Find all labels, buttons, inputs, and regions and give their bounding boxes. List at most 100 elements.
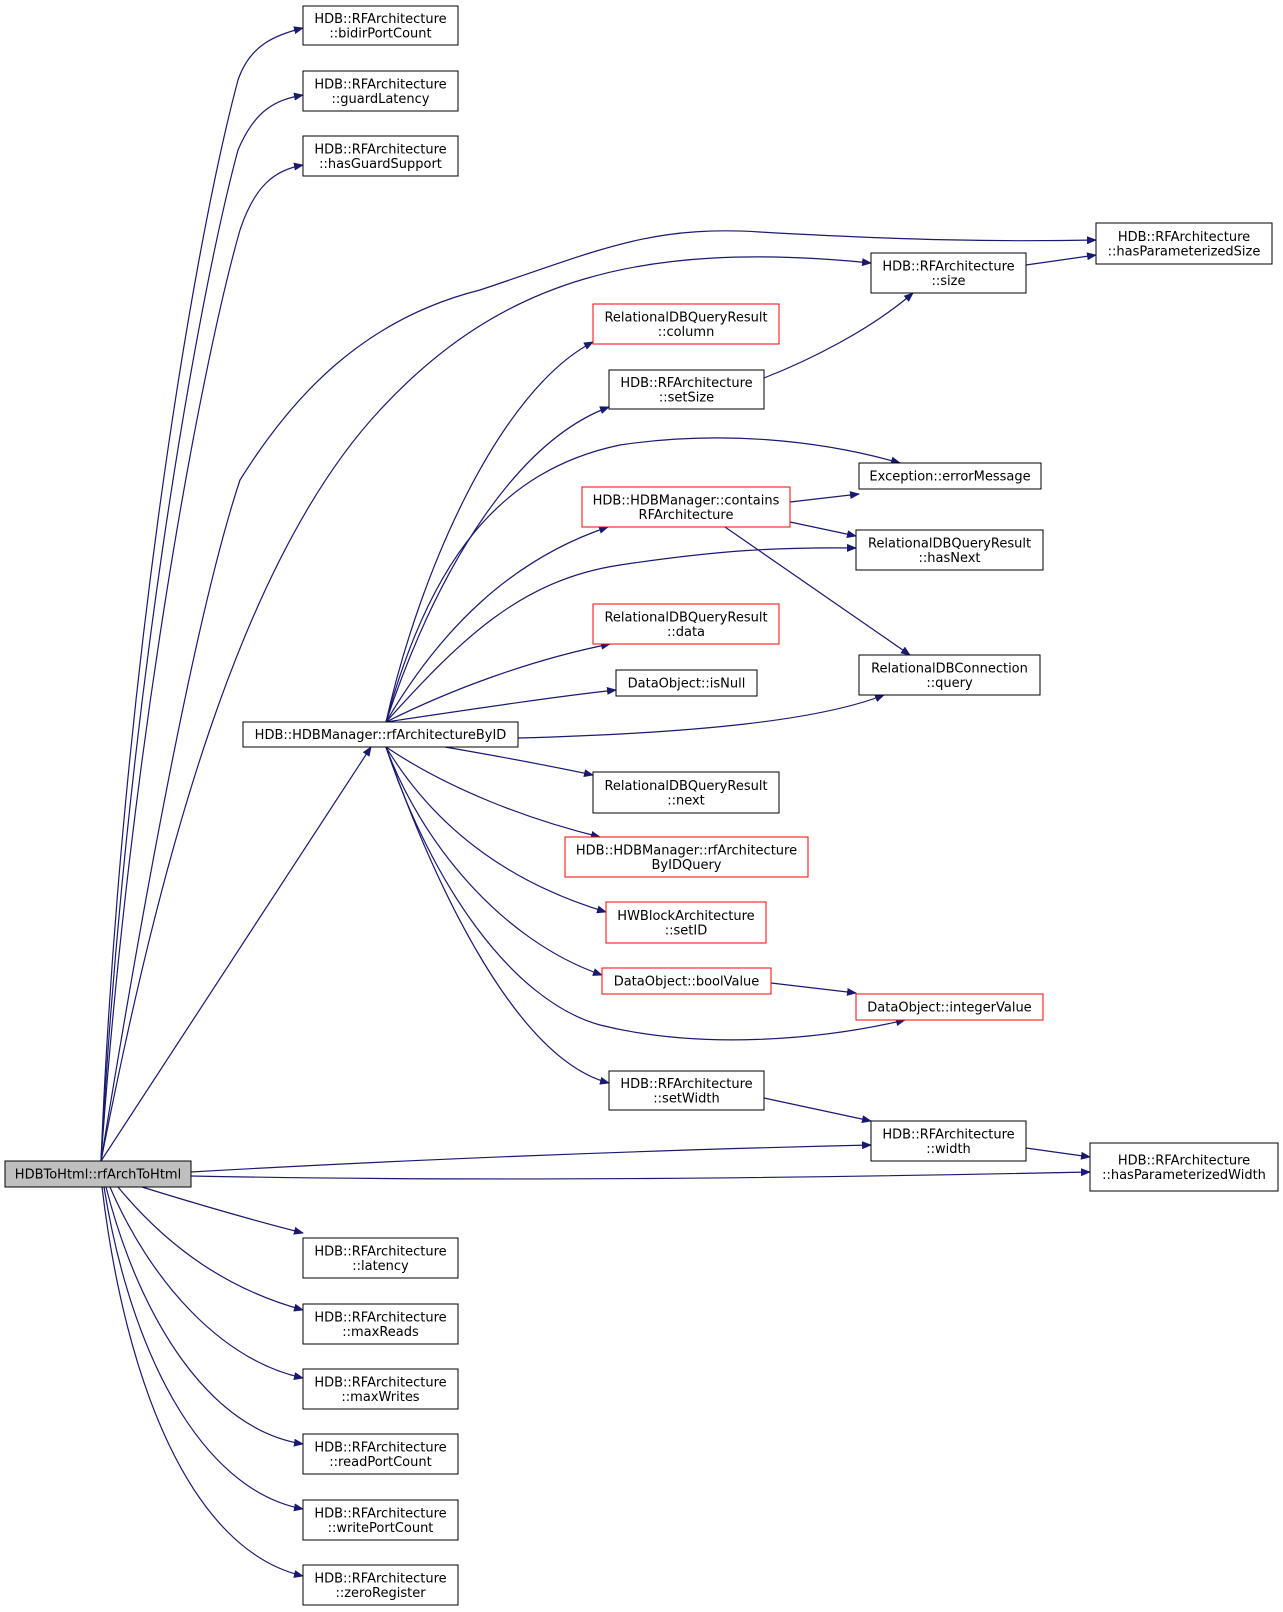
node-label-line: DataObject::boolValue xyxy=(614,975,760,990)
node-box[interactable] xyxy=(601,967,772,995)
node-maxWrites[interactable]: HDB::RFArchitecture::maxWrites xyxy=(302,1368,459,1410)
node-label-line: ::writePortCount xyxy=(328,1521,434,1536)
node-label-line: HDB::RFArchitecture xyxy=(314,1506,446,1521)
edge-root-to-bidirPortCount xyxy=(100,26,304,1162)
node-label-line: RelationalDBQueryResult xyxy=(604,310,767,325)
edge-rfArchByID-to-containsRF xyxy=(385,526,609,723)
node-next[interactable]: RelationalDBQueryResult::next xyxy=(592,771,780,814)
node-label-line: HDB::HDBManager::rfArchitecture xyxy=(576,843,797,858)
edge-root-to-guardLatency xyxy=(100,92,304,1162)
node-box[interactable] xyxy=(4,1160,192,1188)
node-writePortCount[interactable]: HDB::RFArchitecture::writePortCount xyxy=(302,1499,459,1541)
node-label-line: HDB::RFArchitecture xyxy=(620,376,752,391)
node-zeroRegister[interactable]: HDB::RFArchitecture::zeroRegister xyxy=(302,1564,459,1606)
node-box[interactable] xyxy=(242,721,519,748)
edge-root-to-maxWrites xyxy=(109,1186,304,1380)
edge-containsRF-to-hasNext xyxy=(789,521,857,539)
node-width[interactable]: HDB::RFArchitecture::width xyxy=(870,1120,1027,1162)
node-label-line: ::data xyxy=(667,625,705,640)
edge-size-to-hasParameterizedSize xyxy=(1025,252,1097,266)
node-box[interactable] xyxy=(608,369,765,410)
node-box[interactable] xyxy=(302,1433,459,1475)
node-bidirPortCount[interactable]: HDB::RFArchitecture::bidirPortCount xyxy=(302,5,459,46)
edges xyxy=(100,26,1097,1578)
node-box[interactable] xyxy=(302,1564,459,1606)
edge-rfArchByID-to-rfArchByIDQuery xyxy=(385,746,601,839)
node-root[interactable]: HDBToHtml::rfArchToHtml xyxy=(4,1160,192,1188)
node-box[interactable] xyxy=(1089,1142,1279,1192)
node-label-line: ::next xyxy=(667,793,705,808)
node-boolValue[interactable]: DataObject::boolValue xyxy=(601,967,772,995)
node-box[interactable] xyxy=(608,1070,765,1111)
node-box[interactable] xyxy=(592,603,780,645)
edge-rfArchByID-to-setSize xyxy=(385,406,610,723)
edge-root-to-width xyxy=(190,1141,872,1173)
node-errorMessage[interactable]: Exception::errorMessage xyxy=(858,462,1042,490)
edge-root-to-rfArchByID xyxy=(100,746,372,1162)
node-isNull[interactable]: DataObject::isNull xyxy=(615,669,758,697)
node-box[interactable] xyxy=(302,1368,459,1410)
node-label-line: ::latency xyxy=(352,1259,409,1274)
node-label-line: DataObject::integerValue xyxy=(867,1001,1031,1016)
node-label-line: HWBlockArchitecture xyxy=(617,909,754,924)
node-label-line: ::size xyxy=(932,274,966,289)
node-label-line: RelationalDBQueryResult xyxy=(604,779,767,794)
node-box[interactable] xyxy=(564,836,809,878)
node-box[interactable] xyxy=(870,252,1027,294)
node-setID[interactable]: HWBlockArchitecture::setID xyxy=(605,901,767,944)
node-box[interactable] xyxy=(858,462,1042,490)
node-latency[interactable]: HDB::RFArchitecture::latency xyxy=(302,1237,459,1279)
edge-rfArchByID-to-isNull xyxy=(385,686,617,723)
node-box[interactable] xyxy=(592,303,780,345)
node-label-line: ::setSize xyxy=(659,390,714,405)
edge-root-to-hasParameterizedSize xyxy=(100,230,1097,1162)
node-label-line: ::hasParameterizedSize xyxy=(1108,244,1261,259)
node-box[interactable] xyxy=(605,901,767,944)
node-setSize[interactable]: HDB::RFArchitecture::setSize xyxy=(608,369,765,410)
node-box[interactable] xyxy=(855,529,1044,571)
node-hasParameterizedSize[interactable]: HDB::RFArchitecture::hasParameterizedSiz… xyxy=(1095,222,1273,265)
node-readPortCount[interactable]: HDB::RFArchitecture::readPortCount xyxy=(302,1433,459,1475)
node-data[interactable]: RelationalDBQueryResult::data xyxy=(592,603,780,645)
node-query[interactable]: RelationalDBConnection::query xyxy=(858,654,1041,696)
node-guardLatency[interactable]: HDB::RFArchitecture::guardLatency xyxy=(302,70,459,112)
node-box[interactable] xyxy=(581,486,791,528)
node-box[interactable] xyxy=(302,1499,459,1541)
node-box[interactable] xyxy=(302,5,459,46)
node-label-line: HDB::RFArchitecture xyxy=(314,1244,446,1259)
node-label-line: ::maxReads xyxy=(342,1325,419,1340)
node-box[interactable] xyxy=(855,993,1044,1021)
node-maxReads[interactable]: HDB::RFArchitecture::maxReads xyxy=(302,1303,459,1345)
node-box[interactable] xyxy=(302,135,459,177)
node-box[interactable] xyxy=(302,1237,459,1279)
edge-rfArchByID-to-column xyxy=(385,341,594,723)
node-box[interactable] xyxy=(1095,222,1273,265)
node-hasParameterizedWidth[interactable]: HDB::RFArchitecture::hasParameterizedWid… xyxy=(1089,1142,1279,1192)
node-box[interactable] xyxy=(592,771,780,814)
node-rfArchByID[interactable]: HDB::HDBManager::rfArchitectureByID xyxy=(242,721,519,748)
node-box[interactable] xyxy=(302,1303,459,1345)
node-size[interactable]: HDB::RFArchitecture::size xyxy=(870,252,1027,294)
node-column[interactable]: RelationalDBQueryResult::column xyxy=(592,303,780,345)
node-box[interactable] xyxy=(858,654,1041,696)
node-label-line: HDB::RFArchitecture xyxy=(882,1127,1014,1142)
node-label-line: HDB::RFArchitecture xyxy=(314,1375,446,1390)
edge-rfArchByID-to-integerValue xyxy=(385,746,906,1041)
node-box[interactable] xyxy=(870,1120,1027,1162)
edge-root-to-maxReads xyxy=(117,1186,304,1312)
node-integerValue[interactable]: DataObject::integerValue xyxy=(855,993,1044,1021)
edge-root-to-readPortCount xyxy=(105,1186,304,1447)
node-box[interactable] xyxy=(302,70,459,112)
edge-containsRF-to-errorMessage xyxy=(789,491,860,503)
node-setWidth[interactable]: HDB::RFArchitecture::setWidth xyxy=(608,1070,765,1111)
edge-rfArchByID-to-query xyxy=(517,694,885,739)
node-label-line: HDB::RFArchitecture xyxy=(314,12,446,27)
node-hasNext[interactable]: RelationalDBQueryResult::hasNext xyxy=(855,529,1044,571)
node-label-line: ::readPortCount xyxy=(329,1455,431,1470)
edge-rfArchByID-to-boolValue xyxy=(385,746,603,976)
node-box[interactable] xyxy=(615,669,758,697)
node-hasGuardSupport[interactable]: HDB::RFArchitecture::hasGuardSupport xyxy=(302,135,459,177)
